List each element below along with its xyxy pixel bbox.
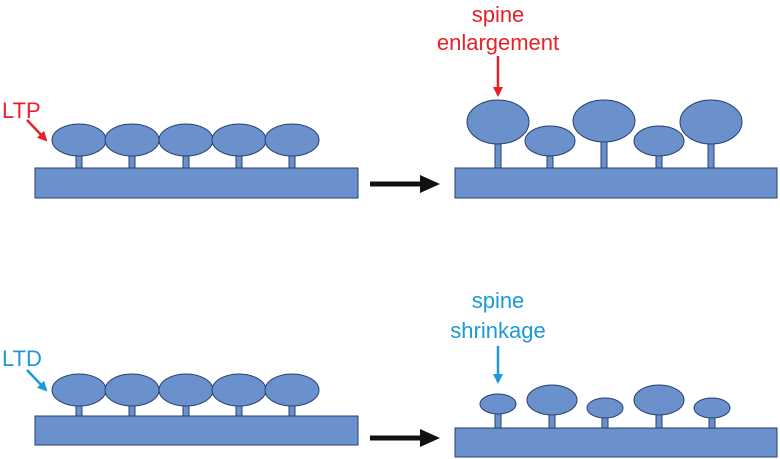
dendrite-shaft — [34, 415, 359, 446]
enlarged-spine — [466, 99, 530, 173]
transition-arrow — [370, 175, 440, 193]
spine — [633, 384, 685, 431]
transition-arrow — [370, 429, 440, 447]
spine — [524, 125, 576, 173]
spine — [633, 125, 685, 173]
spine — [526, 384, 578, 431]
spine-enlargement-label-line1: spine — [472, 2, 525, 27]
spine-enlargement-label-line2: enlargement — [437, 30, 559, 55]
spine-shrinkage-label-line2: shrinkage — [450, 318, 545, 343]
spine — [264, 123, 320, 171]
ltd-after-dendrite-group — [454, 384, 778, 458]
spine — [104, 123, 160, 171]
shrunken-spine — [586, 397, 624, 431]
shrunken-spine — [479, 393, 517, 431]
ltp-before-dendrite-group — [34, 123, 359, 199]
spine — [211, 373, 267, 419]
spine — [51, 123, 107, 171]
spine — [51, 373, 107, 419]
dendrite-shaft — [454, 167, 778, 199]
spine — [104, 373, 160, 419]
enlarged-spine — [572, 99, 636, 173]
ltd-label: LTD — [2, 346, 42, 371]
ltd-before-dendrite-group — [34, 373, 359, 446]
spine — [211, 123, 267, 171]
enlarged-spine — [679, 99, 743, 173]
spine — [158, 373, 214, 419]
spine — [264, 373, 320, 419]
ltp-pointer-arrow — [26, 119, 48, 142]
spine-shrinkage-label-line1: spine — [472, 288, 525, 313]
shrunken-spine — [693, 397, 731, 431]
dendrite-shaft — [454, 427, 778, 458]
ltp-label: LTP — [2, 98, 41, 123]
dendrite-shaft — [34, 167, 359, 199]
ltp-after-dendrite-group — [454, 99, 778, 199]
spine — [158, 123, 214, 171]
ltd-pointer-arrow — [26, 369, 48, 392]
